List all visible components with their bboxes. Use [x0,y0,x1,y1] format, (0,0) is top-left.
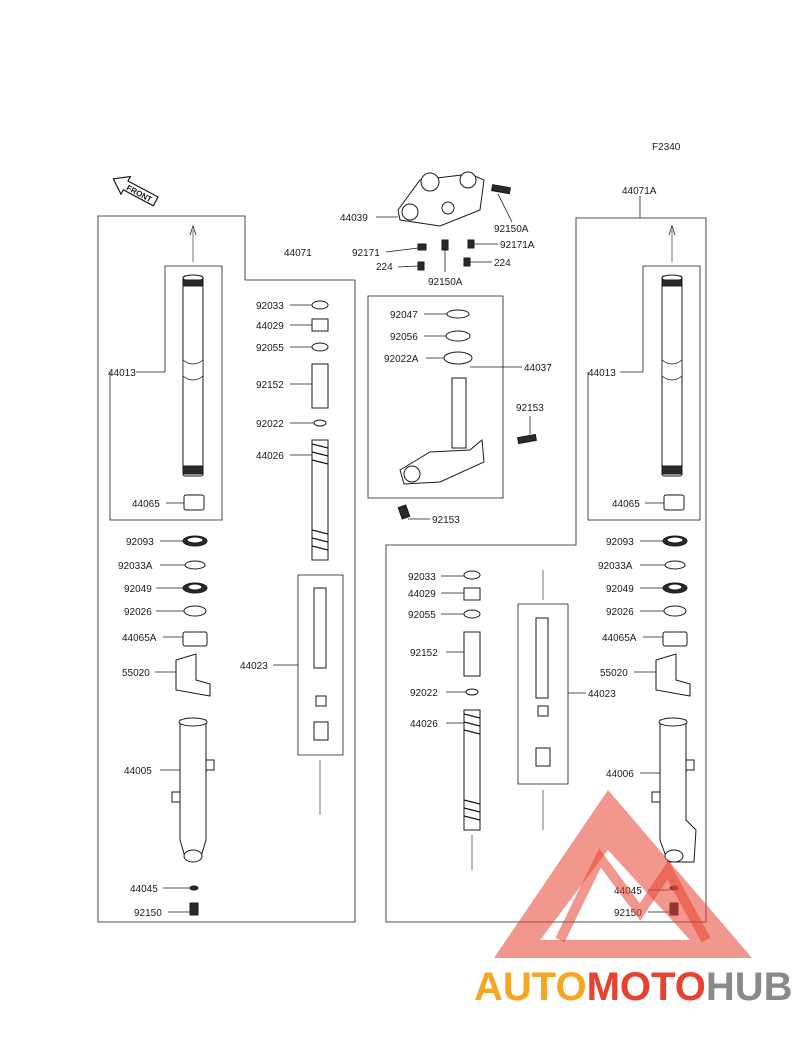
label-92033: 92033 [256,301,284,312]
label-92150: 92150 [134,908,162,919]
watermark-triangle-icon [494,790,752,958]
label-92171A: 92171A [500,240,535,251]
label-44026: 44026 [410,719,438,730]
label-92026: 92026 [124,607,152,618]
label-44013: 44013 [588,368,616,379]
label-44071A: 44071A [622,186,657,197]
label-92171: 92171 [352,248,380,259]
label-92033: 92033 [408,572,436,583]
label-44037: 44037 [524,363,552,374]
label-92150: 92150 [614,908,642,919]
label-44029: 44029 [256,321,284,332]
label-92056: 92056 [390,332,418,343]
label-92026: 92026 [606,607,634,618]
label-92049: 92049 [124,584,152,595]
label-44006: 44006 [606,769,634,780]
label-44039: 44039 [340,213,368,224]
watermark-hub: HUB [706,965,793,1009]
left-fork-assembly [97,215,356,923]
label-92153: 92153 [516,403,544,414]
label-92033A: 92033A [598,561,633,572]
label-92150A: 92150A [428,277,463,288]
label-55020: 55020 [600,668,628,679]
label-92055: 92055 [256,343,284,354]
label-92152: 92152 [256,380,284,391]
label-44065A: 44065A [122,633,157,644]
label-44013: 44013 [108,368,136,379]
watermark-text: AUTOMOTOHUB [474,965,793,1009]
label-92152: 92152 [410,648,438,659]
label-92153: 92153 [432,515,460,526]
label-224: 224 [376,262,393,273]
label-44023: 44023 [588,689,616,700]
label-92033A: 92033A [118,561,153,572]
label-44071: 44071 [284,248,312,259]
automotohub-watermark: AUTOMOTOHUB [474,790,793,1009]
label-92022: 92022 [256,419,284,430]
label-92049: 92049 [606,584,634,595]
label-55020: 55020 [122,668,150,679]
label-92055: 92055 [408,610,436,621]
label-92047: 92047 [390,310,418,321]
leader-lines [136,193,670,913]
label-44065: 44065 [132,499,160,510]
part-labels: 44071A 44039 92150A 92171 92171A 224 224… [108,186,657,919]
upper-bracket-assembly [367,171,537,520]
label-92093: 92093 [126,537,154,548]
label-44045: 44045 [130,884,158,895]
watermark-moto: MOTO [587,965,706,1009]
right-fork-assembly [385,217,707,923]
label-44023: 44023 [240,661,268,672]
label-44026: 44026 [256,451,284,462]
label-44065: 44065 [612,499,640,510]
label-92150A: 92150A [494,224,529,235]
watermark-m-icon [555,848,711,943]
watermark-auto: AUTO [474,965,587,1009]
label-92022A: 92022A [384,354,419,365]
front-arrow-icon: FRONT [112,175,159,207]
label-44065A: 44065A [602,633,637,644]
label-44005: 44005 [124,766,152,777]
label-92093: 92093 [606,537,634,548]
label-44029: 44029 [408,589,436,600]
label-224: 224 [494,258,511,269]
label-92022: 92022 [410,688,438,699]
figure-code: F2340 [652,142,681,153]
